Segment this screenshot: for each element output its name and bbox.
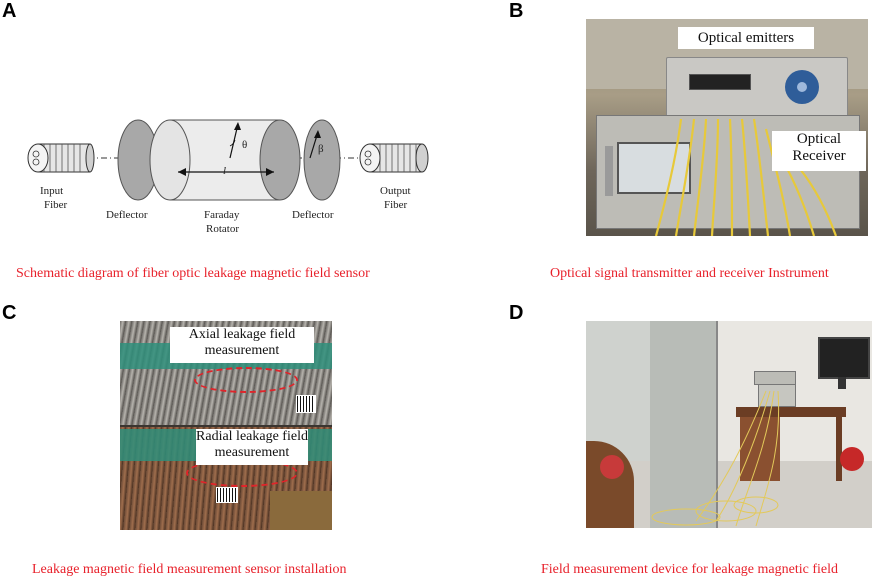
right-deflector xyxy=(303,119,341,201)
left-deflector-label: Deflector xyxy=(106,209,148,221)
faraday-rotator xyxy=(149,119,301,201)
panel-b-caption: Optical signal transmitter and receiver … xyxy=(550,266,829,281)
theta-symbol: θ xyxy=(242,139,247,151)
barcode-icon xyxy=(216,487,238,503)
panel-d-letter: D xyxy=(509,302,524,324)
input-fiber-label-2: Fiber xyxy=(44,199,68,211)
radial-measurement-label: Radial leakage field measurement xyxy=(196,429,308,465)
optical-emitter-device xyxy=(666,57,848,117)
panel-a-letter: A xyxy=(2,0,17,22)
desk xyxy=(736,407,846,417)
panel-c-caption: Leakage magnetic field measurement senso… xyxy=(32,562,347,577)
instrument-photo: Optical emitters Optical Receiver xyxy=(586,19,868,236)
optical-emitters-label: Optical emitters xyxy=(678,27,814,49)
radial-measurement-label-line-2: measurement xyxy=(214,445,290,461)
beta-symbol: β xyxy=(318,143,324,155)
output-fiber-label-2: Fiber xyxy=(384,199,408,211)
output-fiber-label-1: Output xyxy=(380,185,411,197)
panel-b-letter: B xyxy=(509,0,524,22)
sensor-schematic: Input Fiber Deflector θ l Faraday Rotato… xyxy=(27,119,429,235)
input-fiber-label-1: Input xyxy=(40,185,63,197)
sensor-installation-photo: Axial leakage field measurement Radial l… xyxy=(120,321,332,530)
output-fiber-icon xyxy=(359,143,429,173)
panel-a-caption: Schematic diagram of fiber optic leakage… xyxy=(16,266,370,281)
barcode-icon xyxy=(296,395,316,413)
faraday-label-2: Rotator xyxy=(206,223,239,235)
panel-c-letter: C xyxy=(2,302,17,324)
axial-measurement-label-line-2: measurement xyxy=(204,343,280,359)
input-fiber-icon xyxy=(27,143,95,173)
field-measurement-photo xyxy=(586,321,872,528)
faraday-label-1: Faraday xyxy=(204,209,240,221)
axial-measurement-label: Axial leakage field measurement xyxy=(170,327,314,363)
optical-receiver-label: Optical Receiver xyxy=(772,131,866,171)
panel-d-caption: Field measurement device for leakage mag… xyxy=(541,562,838,577)
optical-receiver-label-line-1: Optical xyxy=(796,131,842,147)
optical-receiver-label-line-2: Receiver xyxy=(792,148,846,165)
axial-sensor-highlight xyxy=(194,367,298,393)
right-deflector-label: Deflector xyxy=(292,209,334,221)
axial-measurement-label-line-1: Axial leakage field xyxy=(188,327,296,342)
radial-measurement-label-line-1: Radial leakage field xyxy=(196,429,308,444)
length-symbol: l xyxy=(223,165,226,177)
